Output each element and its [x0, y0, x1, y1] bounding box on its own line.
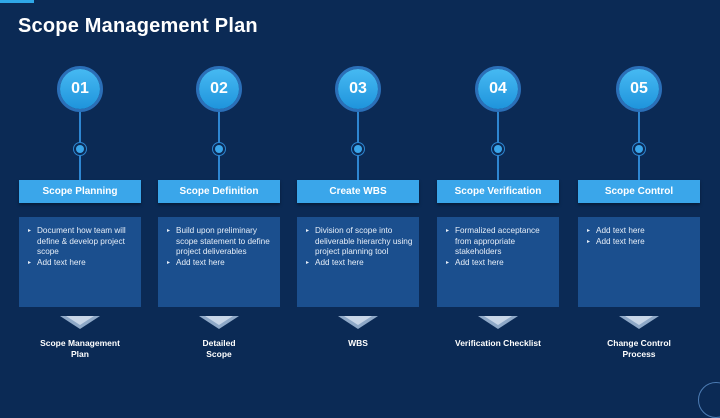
page-title: Scope Management Plan — [18, 15, 258, 37]
step-output: Scope Management Plan — [19, 338, 141, 360]
output-line: Detailed — [202, 338, 236, 348]
step-output: Change Control Process — [578, 338, 700, 360]
output-line: Verification Checklist — [455, 338, 541, 348]
step-output: WBS — [297, 338, 419, 349]
output-line: Plan — [71, 349, 89, 359]
step-number-ring — [335, 66, 381, 112]
step-label: Create WBS — [297, 180, 419, 203]
step-1: 01 Scope Planning Document how team will… — [19, 0, 141, 404]
down-arrow-inner — [625, 316, 653, 325]
output-line: Scope — [206, 349, 232, 359]
step-number-circle: 03 — [338, 69, 378, 109]
step-number-circle: 05 — [619, 69, 659, 109]
down-arrow-inner — [66, 316, 94, 325]
step-number-ring — [57, 66, 103, 112]
step-output: Detailed Scope — [158, 338, 280, 360]
step-description-box: Build upon preliminary scope statement t… — [158, 217, 280, 307]
bullet-item: Formalized acceptance from appropriate s… — [446, 226, 553, 258]
output-line: Change Control — [607, 338, 671, 348]
bullet-item: Add text here — [446, 258, 553, 269]
step-3: 03 Create WBS Division of scope into del… — [297, 0, 419, 404]
connector-dot — [635, 145, 643, 153]
step-number-ring — [616, 66, 662, 112]
bullet-item: Add text here — [167, 258, 274, 269]
step-2: 02 Scope Definition Build upon prelimina… — [158, 0, 280, 404]
step-label: Scope Definition — [158, 180, 280, 203]
step-description-box: Division of scope into deliverable hiera… — [297, 217, 419, 307]
step-description-box: Add text here Add text here — [578, 217, 700, 307]
bullet-item: Add text here — [587, 226, 694, 237]
bullet-item: Document how team will define & develop … — [28, 226, 135, 258]
connector-dot — [215, 145, 223, 153]
step-number-circle: 01 — [60, 69, 100, 109]
down-arrow-inner — [344, 316, 372, 325]
step-number-ring — [475, 66, 521, 112]
top-accent-bar — [0, 0, 34, 3]
output-line: WBS — [348, 338, 368, 348]
step-4: 04 Scope Verification Formalized accepta… — [437, 0, 559, 404]
step-description-box: Formalized acceptance from appropriate s… — [437, 217, 559, 307]
output-line: Process — [622, 349, 656, 359]
step-output: Verification Checklist — [437, 338, 559, 349]
step-number-circle: 04 — [478, 69, 518, 109]
step-5: 05 Scope Control Add text here Add text … — [578, 0, 700, 404]
step-number-ring — [196, 66, 242, 112]
down-arrow-inner — [205, 316, 233, 325]
corner-decoration — [698, 382, 720, 418]
down-arrow-inner — [484, 316, 512, 325]
bullet-item: Add text here — [306, 258, 413, 269]
output-line: Scope Management — [40, 338, 120, 348]
step-label: Scope Planning — [19, 180, 141, 203]
bullet-item: Division of scope into deliverable hiera… — [306, 226, 413, 258]
step-number-circle: 02 — [199, 69, 239, 109]
bullet-item: Add text here — [28, 258, 135, 269]
step-label: Scope Control — [578, 180, 700, 203]
step-label: Scope Verification — [437, 180, 559, 203]
connector-dot — [494, 145, 502, 153]
step-description-box: Document how team will define & develop … — [19, 217, 141, 307]
connector-dot — [354, 145, 362, 153]
bullet-item: Build upon preliminary scope statement t… — [167, 226, 274, 258]
bullet-item: Add text here — [587, 237, 694, 248]
connector-dot — [76, 145, 84, 153]
